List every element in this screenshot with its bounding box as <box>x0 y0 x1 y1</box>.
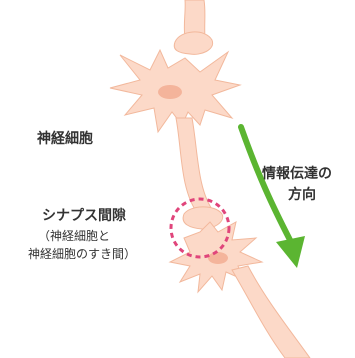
lower-nucleus <box>208 252 228 264</box>
direction-label-line2: 方向 <box>288 184 316 204</box>
synapse-note-line1: （神経細胞と <box>38 227 110 244</box>
upper-terminal <box>174 32 212 54</box>
upper-nucleus <box>158 85 182 99</box>
axon-terminal <box>183 207 223 229</box>
direction-label-line1: 情報伝達の <box>262 163 332 183</box>
synapse-title-label: シナプス間隙 <box>42 205 126 225</box>
lower-axon <box>232 266 310 358</box>
synapse-note-line2: 神経細胞のすき間） <box>28 245 136 262</box>
neuron-label: 神経細胞 <box>37 128 93 148</box>
